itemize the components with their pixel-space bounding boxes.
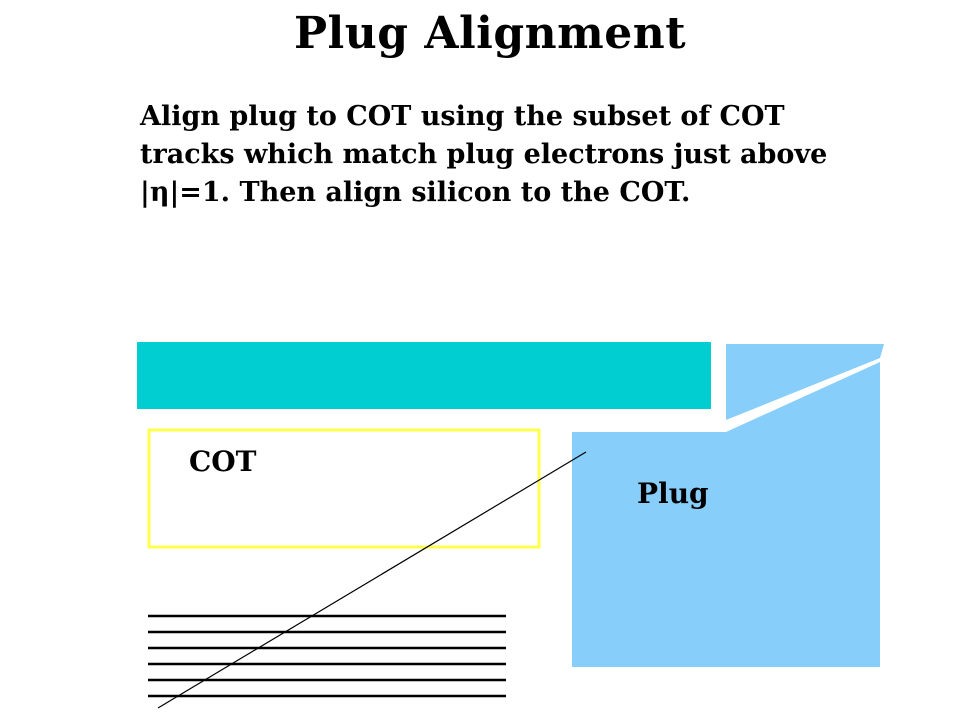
slide-title: Plug Alignment	[293, 8, 687, 59]
electron-track	[157, 451, 587, 709]
calorimeter-bar	[137, 342, 711, 409]
description-line-1: Align plug to COT using the subset of CO…	[140, 101, 785, 132]
plug-body	[572, 362, 880, 667]
description-text: Align plug to COT using the subset of CO…	[140, 98, 930, 212]
description-line-2: tracks which match plug electrons just a…	[140, 139, 828, 170]
cot-label: COT	[189, 445, 257, 478]
cot-outline	[147, 428, 541, 549]
description-line-3: |η|=1. Then align silicon to the COT.	[140, 177, 691, 208]
plug-upper-section	[726, 344, 884, 420]
plug-label: Plug	[637, 477, 709, 510]
silicon-layers	[148, 614, 506, 698]
